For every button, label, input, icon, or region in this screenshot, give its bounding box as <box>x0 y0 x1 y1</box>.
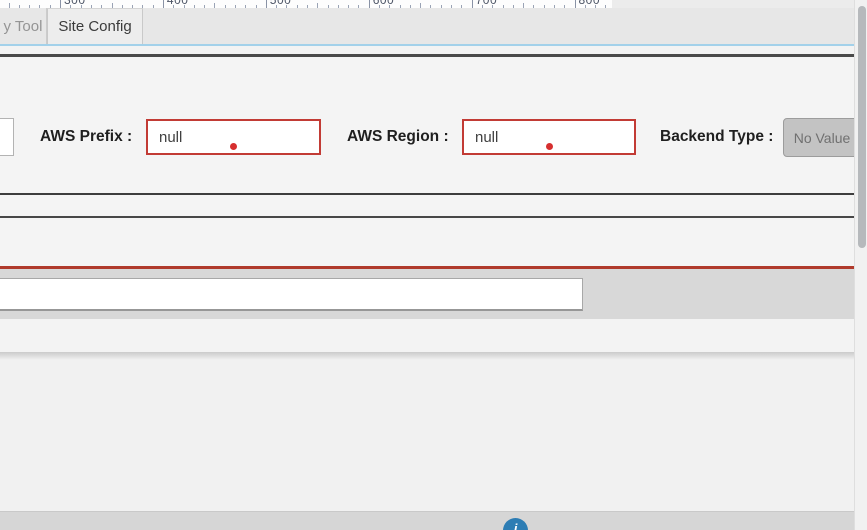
ruler-label: 500 <box>269 0 292 7</box>
ruler-tick <box>132 5 133 8</box>
ruler-tick <box>245 5 247 8</box>
error-dot-icon <box>230 143 237 150</box>
spacer-band <box>0 46 854 54</box>
ruler-tick <box>502 5 504 8</box>
ruler-label: 700 <box>475 0 498 7</box>
ruler-tick <box>481 5 483 8</box>
ruler-tick <box>39 5 41 8</box>
ruler-tick <box>49 5 51 8</box>
vertical-scrollbar-track[interactable] <box>854 0 867 530</box>
ruler-tick <box>389 5 391 8</box>
ruler-tick <box>18 5 20 8</box>
ruler-tick <box>142 5 144 8</box>
ruler-right-fill <box>612 0 854 8</box>
ruler-tick <box>193 5 195 8</box>
tab-tool-label: y Tool <box>3 17 43 35</box>
aws-prefix-label: AWS Prefix : <box>40 128 133 145</box>
left-clipped-input[interactable] <box>0 118 14 156</box>
ruler-tick <box>605 5 607 8</box>
backend-type-label: Backend Type : <box>660 128 774 145</box>
info-icon: i <box>513 521 518 530</box>
ruler-tick <box>265 0 267 8</box>
tab-site-config-label: Site Config <box>58 18 132 35</box>
ruler-tick <box>204 5 206 8</box>
form-panel <box>0 57 854 268</box>
error-dot-icon <box>545 143 553 150</box>
ruler-tick <box>595 5 597 8</box>
footer-bar <box>0 511 854 530</box>
tab-site-config[interactable]: Site Config <box>47 8 143 44</box>
ruler-tick <box>286 5 288 8</box>
toolbar-text-input[interactable] <box>0 278 583 311</box>
ruler-tick <box>523 3 525 8</box>
ruler-tick <box>430 5 432 8</box>
ruler-tick <box>234 5 236 8</box>
ruler-tick <box>492 5 494 8</box>
empty-content-area <box>0 352 854 511</box>
ruler-tick <box>173 5 175 8</box>
aws-region-label: AWS Region : <box>347 128 449 145</box>
ruler-tick <box>471 0 473 8</box>
ruler-tick <box>29 5 31 8</box>
ruler-label: 400 <box>166 0 189 7</box>
backend-type-value: No Value <box>793 129 851 146</box>
ruler-tick <box>162 0 164 8</box>
backend-type-no-value-button[interactable]: No Value <box>783 118 861 157</box>
tab-accent-line <box>0 44 854 46</box>
ruler-tick <box>307 5 308 8</box>
info-button[interactable]: i <box>503 518 528 530</box>
ruler-tick <box>8 3 10 8</box>
divider-line-1 <box>0 193 854 195</box>
ruler-tick <box>90 5 92 8</box>
ruler-tick <box>440 5 442 8</box>
ruler-tick <box>358 5 360 8</box>
ruler-tick <box>60 0 61 8</box>
ruler-tick <box>101 5 103 8</box>
ruler-tick <box>451 5 452 8</box>
ruler-label: 600 <box>372 0 395 7</box>
ruler-tick <box>317 3 319 8</box>
ruler-tick <box>152 5 154 8</box>
ruler-tick <box>255 5 257 8</box>
ruler-tick <box>564 5 566 8</box>
ruler-tick <box>533 5 535 8</box>
ruler-tick <box>276 5 278 8</box>
horizontal-ruler: 300 400 500 600 700 800 <box>0 0 612 8</box>
ruler-tick <box>183 5 185 8</box>
ruler-tick <box>420 3 422 8</box>
ruler-tick <box>111 3 113 8</box>
spacer-band-2 <box>0 319 854 352</box>
ruler-tick <box>512 5 514 8</box>
ruler-tick <box>214 3 216 8</box>
ruler-tick <box>543 5 545 8</box>
ruler-tick <box>553 5 555 8</box>
dark-divider-top <box>0 54 854 57</box>
ruler-tick <box>348 5 350 8</box>
aws-region-field-wrapper <box>462 119 636 155</box>
vertical-scrollbar-thumb[interactable] <box>857 6 866 248</box>
ruler-tick <box>337 5 339 8</box>
divider-line-2 <box>0 216 854 218</box>
ruler-tick <box>296 5 298 8</box>
toolbar-band <box>0 269 854 319</box>
ruler-label: 300 <box>64 0 86 7</box>
ruler-tick <box>80 5 82 8</box>
ruler-tick <box>379 5 380 8</box>
ruler-tick <box>224 5 226 8</box>
ruler-tick <box>121 5 123 8</box>
ruler-tick <box>574 0 576 8</box>
ruler-label: 800 <box>578 0 601 7</box>
tab-tool[interactable]: y Tool <box>0 8 47 44</box>
ruler-tick <box>584 5 586 8</box>
ruler-tick <box>70 5 72 8</box>
ruler-tick <box>327 5 329 8</box>
ruler-tick <box>399 5 401 8</box>
ruler-tick <box>461 5 463 8</box>
ruler-tick <box>368 0 370 8</box>
tab-bar: y Tool Site Config <box>0 8 854 44</box>
red-divider-line <box>0 266 854 269</box>
aws-prefix-field-wrapper <box>146 119 321 155</box>
ruler-tick <box>409 5 411 8</box>
